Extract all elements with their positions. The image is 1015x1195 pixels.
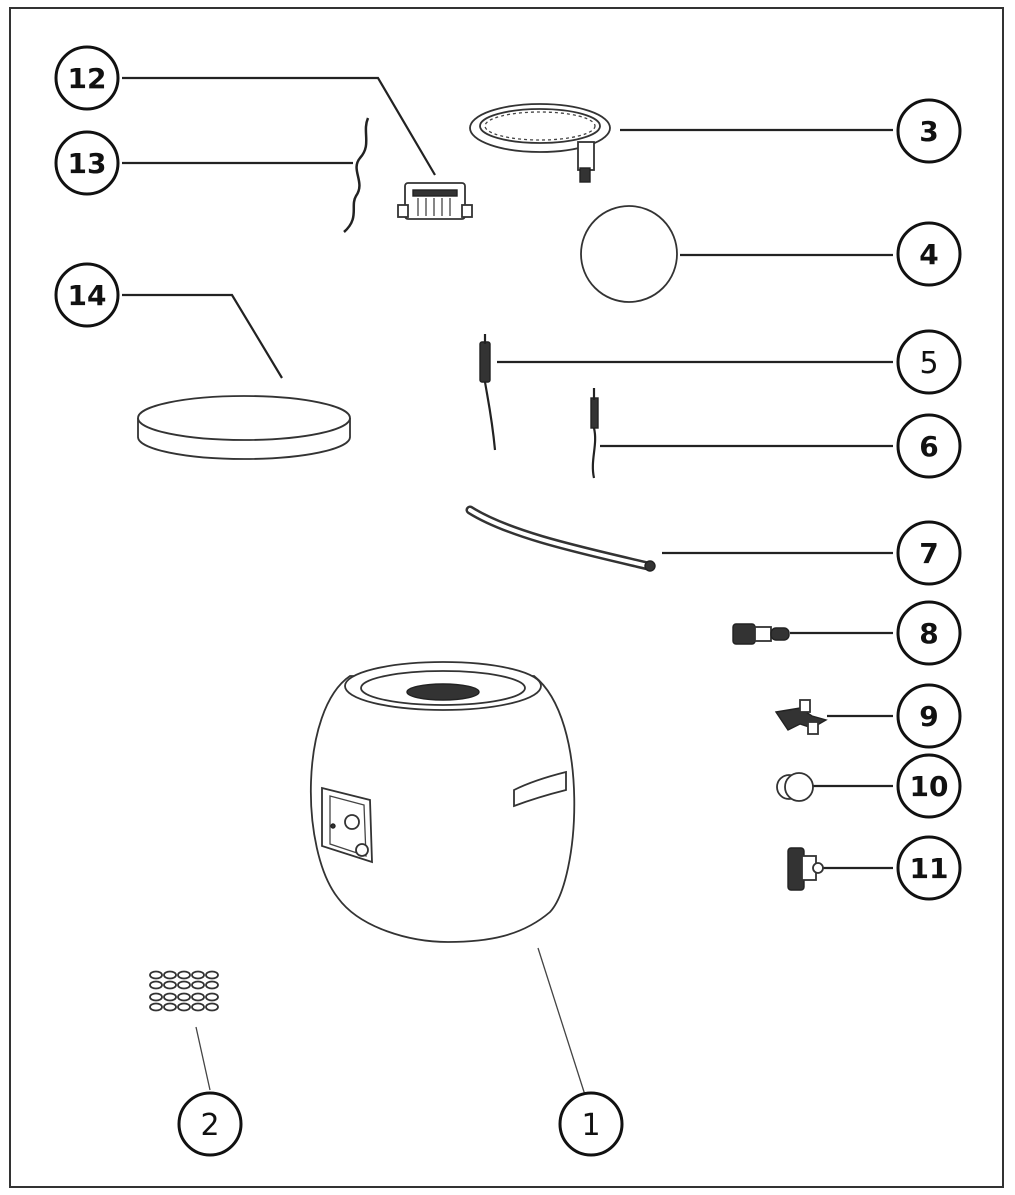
callout-11: 11	[896, 835, 962, 901]
page-frame	[9, 7, 1004, 1188]
callout-9: 9	[896, 683, 962, 749]
callout-12: 12	[54, 45, 120, 111]
callout-8: 8	[896, 600, 962, 666]
leader-lines	[122, 76, 893, 1096]
callout-10: 10	[896, 753, 962, 819]
part-12-ignitor-module	[397, 182, 473, 220]
callout-2-label: 2	[200, 1108, 219, 1143]
part-9-valve	[774, 699, 828, 735]
callout-6-label: 6	[919, 430, 938, 463]
callout-5: 5	[896, 329, 962, 395]
callout-12-label: 12	[68, 62, 107, 95]
part-6-electrode	[590, 388, 599, 479]
leader-12	[122, 76, 436, 176]
leader-1	[537, 947, 586, 1096]
leader-14	[122, 293, 283, 379]
part-5-thermocouple	[479, 334, 497, 451]
callout-4-label: 4	[919, 238, 938, 271]
part-3-burner-ring	[469, 103, 611, 183]
callout-3: 3	[896, 98, 962, 164]
callout-3-label: 3	[919, 115, 938, 148]
callout-2: 2	[177, 1091, 243, 1157]
callout-13-label: 13	[68, 147, 107, 180]
callout-10-label: 10	[910, 770, 949, 803]
part-14-lid	[137, 395, 351, 460]
callout-11-label: 11	[910, 852, 949, 885]
callout-1: 1	[558, 1091, 624, 1157]
callout-4: 4	[896, 221, 962, 287]
part-4-cover-disc	[580, 205, 678, 303]
part-2-hardware-pack	[149, 970, 219, 1012]
callout-1-label: 1	[581, 1108, 600, 1143]
callout-14-label: 14	[68, 279, 107, 312]
callout-13: 13	[54, 130, 120, 196]
callout-5-label: 5	[919, 346, 938, 381]
callout-7: 7	[896, 520, 962, 586]
part-1-fire-pit-body	[309, 661, 576, 943]
callout-7-label: 7	[919, 537, 938, 570]
part-7-gas-hose	[465, 505, 656, 572]
leader-2	[195, 1026, 211, 1091]
part-8-fitting	[732, 623, 790, 645]
part-13-wire	[343, 117, 370, 233]
callout-9-label: 9	[919, 700, 938, 733]
callout-6: 6	[896, 413, 962, 479]
callout-8-label: 8	[919, 617, 938, 650]
part-10-knob	[776, 772, 814, 802]
part-11-regulator	[787, 847, 824, 891]
callout-14: 14	[54, 262, 120, 328]
